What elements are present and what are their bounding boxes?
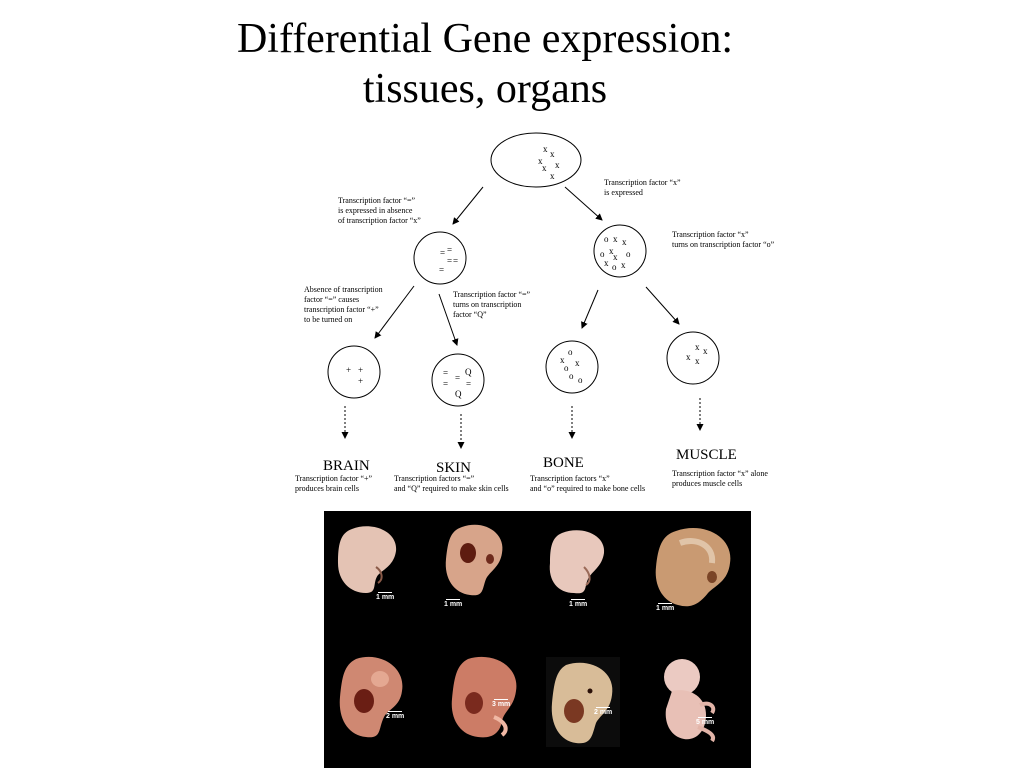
- eq-cell: [413, 231, 467, 285]
- root-cell: [490, 132, 582, 188]
- cell-symbol: x: [542, 163, 547, 173]
- brain-description: Transcription factor “+” produces brain …: [295, 474, 374, 493]
- scale-bar: 5 mm: [696, 719, 715, 726]
- xo-cell: [593, 224, 647, 278]
- cell-symbol: x: [613, 252, 618, 262]
- cell-symbol: o: [568, 347, 573, 357]
- tissue-label-bone: BONE: [543, 455, 584, 471]
- cell-symbol: =: [447, 256, 452, 266]
- embryo-photo-panel: 1 mm 1 mm 1 mm 1 mm 2 mm 3 mm 2 mm: [324, 511, 751, 768]
- arrow-root-to-xo: [564, 186, 603, 221]
- cell-symbol: x: [543, 144, 548, 154]
- tissue-label-muscle: MUSCLE: [676, 447, 737, 463]
- cell-symbol: o: [612, 262, 617, 272]
- embryo-image-1: [338, 526, 397, 593]
- cell-symbol: o: [569, 371, 574, 381]
- cell-symbol: x: [695, 356, 700, 366]
- cell-symbol: x: [703, 346, 708, 356]
- cell-symbol: =: [439, 265, 444, 275]
- cell-symbol: +: [358, 365, 363, 375]
- cell-symbol: x: [622, 237, 627, 247]
- cell-symbol: x: [613, 234, 618, 244]
- cell-symbol: o: [626, 249, 631, 259]
- cell-symbol: =: [455, 373, 460, 383]
- cell-symbol: x: [695, 342, 700, 352]
- note-left-mid: Absence of transcription factor “=” caus…: [304, 285, 385, 324]
- skin-cell: [431, 353, 485, 407]
- muscle-cell: [666, 331, 720, 385]
- note-left-top: Transcription factor “=” is expressed in…: [338, 196, 421, 225]
- embryo-image-7: [546, 657, 620, 747]
- cell-symbol: x: [550, 171, 555, 181]
- cell-symbol: o: [604, 234, 609, 244]
- title-line-1: Differential Gene expression:: [236, 16, 734, 62]
- cell-symbol: x: [604, 258, 609, 268]
- arrow-eq-to-skin: [438, 293, 459, 346]
- cell-symbol: =: [443, 379, 448, 389]
- cell-symbol: o: [600, 249, 605, 259]
- note-center-mid: Transcription factor “=” turns on transc…: [453, 290, 532, 319]
- cell-symbol: =: [447, 245, 452, 255]
- cell-symbol: =: [466, 379, 471, 389]
- cell-symbol: x: [609, 246, 614, 256]
- scale-bar: 2 mm: [386, 713, 405, 720]
- cell-symbol: =: [440, 248, 445, 258]
- title-line-2: tissues, organs: [362, 66, 608, 112]
- scale-bar: 1 mm: [656, 605, 675, 612]
- cell-symbol: x: [538, 156, 543, 166]
- arrow-eq-to-brain: [374, 285, 415, 339]
- embryo-image-3: [549, 530, 605, 594]
- scale-bar: 2 mm: [594, 709, 613, 716]
- tissue-label-brain: BRAIN: [323, 458, 370, 474]
- embryo-image-5: [339, 656, 403, 738]
- cell-symbol: =: [453, 256, 458, 266]
- muscle-description: Transcription factor “x” alone produces …: [672, 469, 770, 488]
- arrow-xo-to-muscle: [645, 286, 680, 325]
- cell-symbol: =: [443, 368, 448, 378]
- cell-symbol: x: [686, 352, 691, 362]
- cell-symbol: Q: [455, 389, 462, 399]
- arrow-xo-to-bone: [581, 289, 599, 329]
- tissue-label-skin: SKIN: [436, 460, 471, 476]
- bone-description: Transcription factors “x” and “o” requir…: [530, 474, 645, 493]
- brain-cell: [327, 345, 381, 399]
- embryo-image-8: [664, 659, 716, 743]
- cell-symbol: x: [560, 355, 565, 365]
- page-title: Differential Gene expression: tissues, o…: [0, 14, 970, 114]
- cell-symbol: x: [555, 160, 560, 170]
- cell-symbol: x: [621, 260, 626, 270]
- cell-symbol: x: [575, 358, 580, 368]
- note-right-mid: Transcription factor “x” turns on transc…: [672, 230, 775, 249]
- arrow-root-to-eq: [452, 186, 484, 225]
- cell-symbol: o: [564, 363, 569, 373]
- cell-symbol: Q: [465, 367, 472, 377]
- cell-symbol: x: [550, 149, 555, 159]
- cell-symbol: +: [358, 376, 363, 386]
- skin-description: Transcription factors “=” and “Q” requir…: [394, 474, 509, 493]
- scale-bar: 1 mm: [569, 601, 588, 608]
- cell-symbol: o: [578, 375, 583, 385]
- embryo-image-4: [655, 527, 731, 607]
- bone-cell: [545, 340, 599, 394]
- scale-bar: 1 mm: [376, 594, 395, 601]
- embryo-image-6: [451, 656, 517, 738]
- note-right-top: Transcription factor “x” is expressed: [604, 178, 683, 197]
- cell-symbol: +: [346, 365, 351, 375]
- scale-bar: 3 mm: [492, 701, 511, 708]
- embryo-image-2: [445, 524, 503, 596]
- scale-bar: 1 mm: [444, 601, 463, 608]
